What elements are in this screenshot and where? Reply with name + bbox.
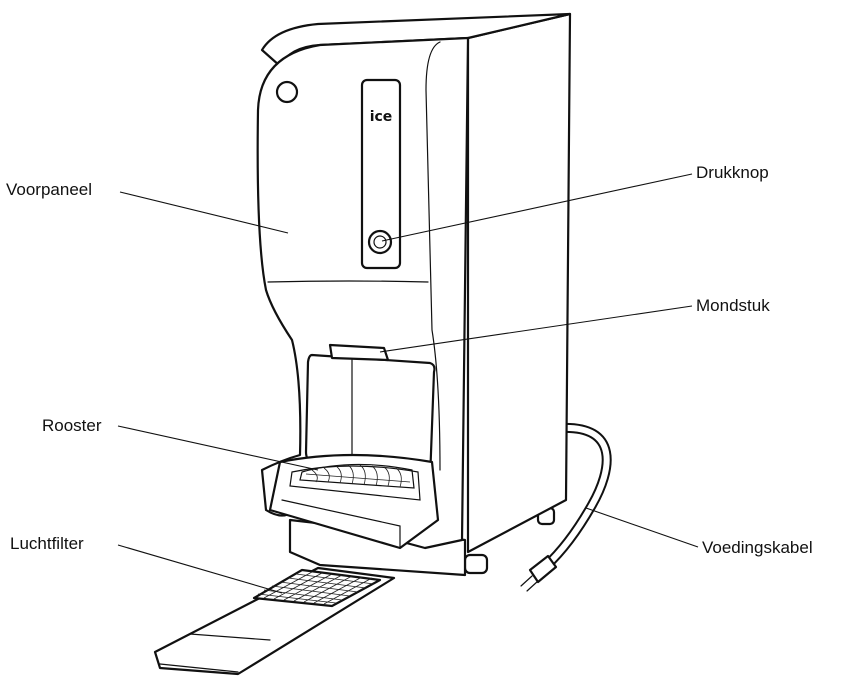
control-strip — [360, 78, 402, 270]
leader-lines — [117, 173, 699, 594]
leader-voedingskabel — [585, 507, 699, 548]
label-drukknop: Drukknop — [696, 163, 769, 182]
nozzle — [328, 343, 390, 362]
label-rooster: Rooster — [42, 416, 102, 435]
label-voorpaneel: Voorpaneel — [6, 180, 93, 199]
panel-seam — [267, 280, 429, 283]
push-button[interactable] — [367, 229, 393, 255]
label-voedingskabel: Voedingskabel — [702, 538, 813, 557]
brand-logo: ice — [370, 109, 393, 125]
cabinet-side — [466, 12, 572, 554]
leader-rooster — [117, 425, 319, 471]
grating — [299, 463, 415, 489]
label-mondstuk: Mondstuk — [696, 296, 770, 315]
leader-luchtfilter — [117, 544, 283, 594]
drip-tray — [268, 453, 440, 550]
feet — [463, 506, 556, 575]
indicator-light-icon — [275, 80, 299, 104]
front-curve-line — [425, 41, 441, 471]
leader-voorpaneel — [119, 191, 289, 234]
leader-drukknop — [381, 173, 693, 242]
power-cable — [520, 422, 612, 592]
air-filter — [153, 566, 396, 676]
leader-mondstuk — [379, 305, 693, 353]
label-luchtfilter: Luchtfilter — [10, 534, 84, 553]
